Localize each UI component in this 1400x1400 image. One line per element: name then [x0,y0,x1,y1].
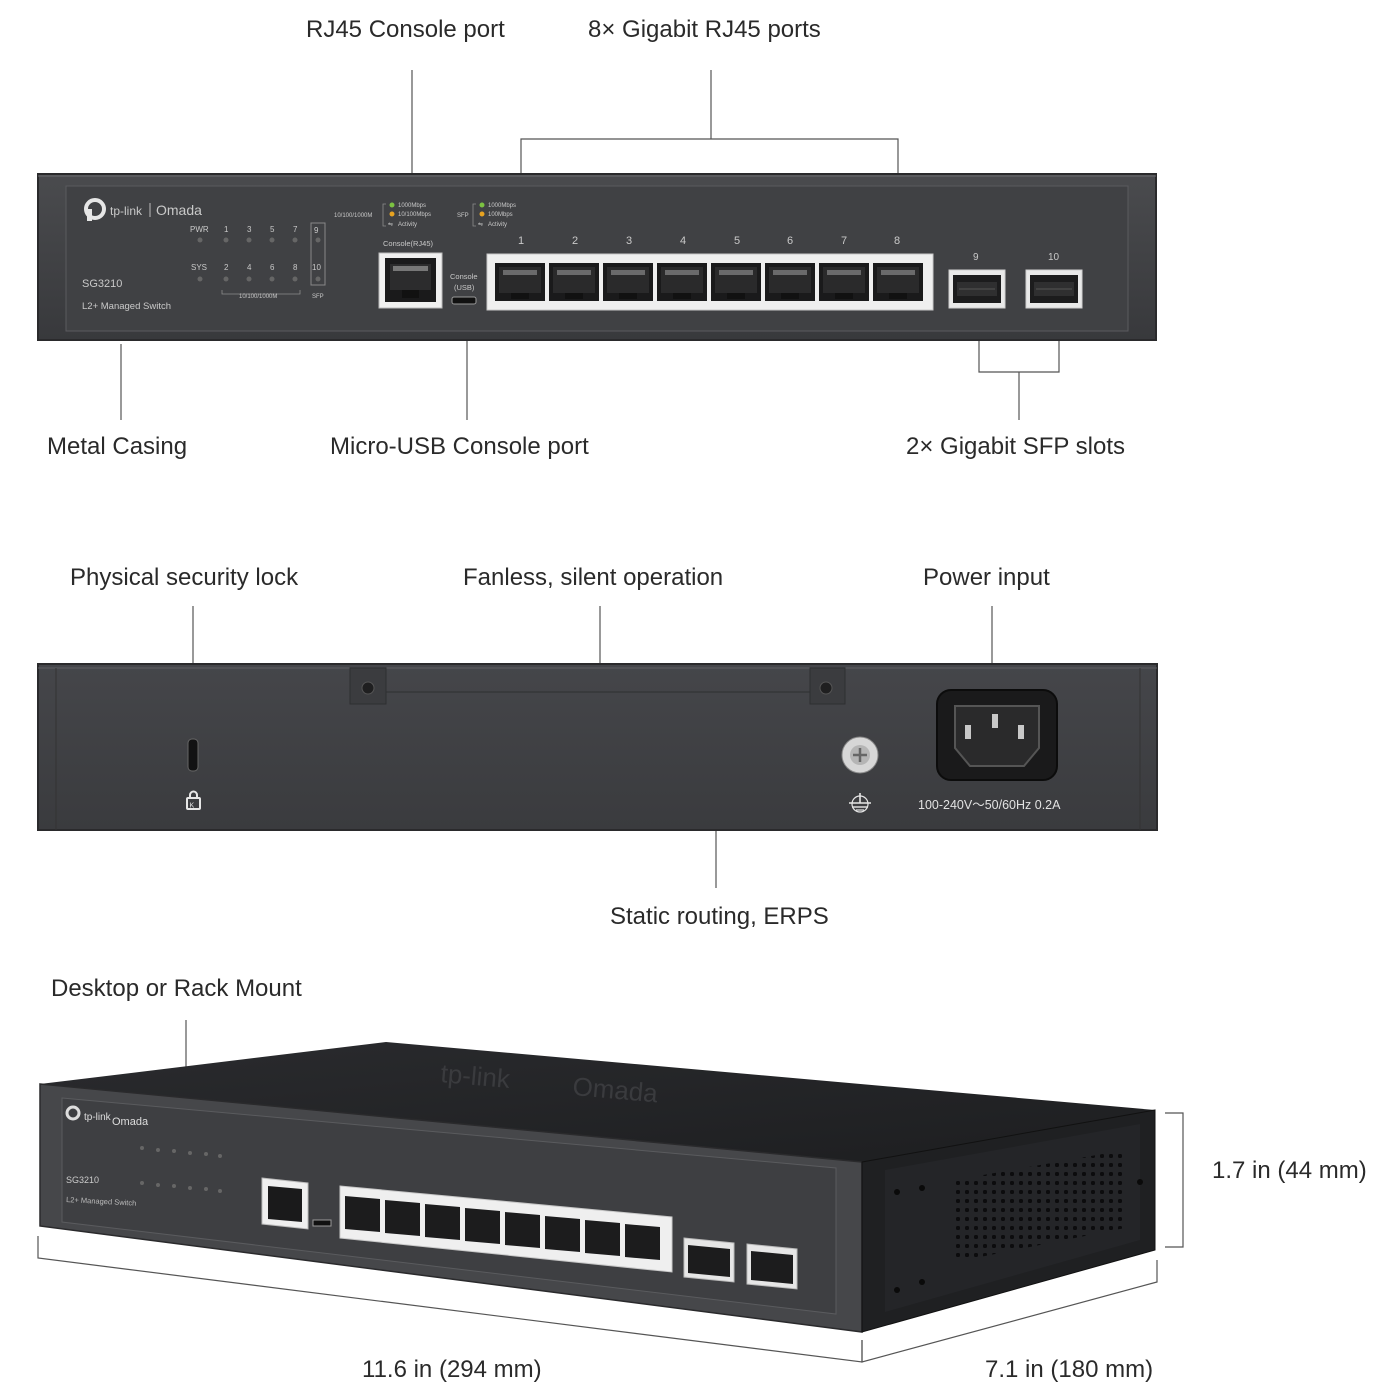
svg-text:⇋: ⇋ [478,221,483,228]
callout-sfp-slots: 2× Gigabit SFP slots [906,433,1125,460]
micro-usb-port [451,296,477,305]
front-rj45-ports [345,1196,660,1260]
switch-top [40,1042,1155,1162]
led-pwr [197,237,203,243]
ground-screw [841,736,879,774]
dimension-height: 1.7 in (44 mm) [1212,1157,1367,1184]
front-model-desc: L2+ Managed Switch [66,1195,137,1208]
port-number: 6 [787,235,793,247]
screw [361,681,375,695]
legend-sfp-100: 100Mbps [488,212,513,218]
led-number: 8 [293,263,298,272]
port-number: 7 [841,235,847,247]
led-number: 2 [224,263,229,272]
port-number: 4 [680,235,686,247]
port-number: 5 [734,235,740,247]
port-number: 3 [626,235,632,247]
led-sys-label: SYS [191,263,207,272]
led-number: 4 [247,263,252,272]
model-description: L2+ Managed Switch [82,301,171,312]
front-micro-usb [312,1219,332,1227]
ground-icon [849,793,871,813]
callout-metal-casing: Metal Casing [47,433,188,460]
legend-sfp-activity: Activity [488,222,507,228]
sub-brand-name: Omada [156,202,202,218]
legend-rj45-activity: Activity [398,222,417,228]
dimension-depth: 7.1 in (180 mm) [985,1356,1154,1383]
rj45-port-block [486,253,934,311]
port-number: 8 [894,235,900,247]
legend-speed-label: 10/100/1000M [334,213,372,219]
legend-rj45-100: 10/100Mbps [398,212,431,218]
rear-panel: K 100-240V～50/60Hz 0.2A [37,663,1158,831]
rj45-port [657,263,707,301]
led-sfp-10-label: 10 [312,263,321,272]
callout-static-routing: Static routing, ERPS [610,903,829,930]
front-brand: tp-link [84,1112,112,1123]
dimension-line-height [1165,1112,1184,1248]
callout-micro-usb: Micro-USB Console port [330,433,589,460]
console-usb-label-1: Console [450,272,478,281]
led-number: 7 [293,225,298,234]
front-leds [140,1146,222,1193]
sfp-slot-9 [948,269,1006,309]
led-group-label: 10/100/1000M [239,294,277,300]
lock-icon: K [186,790,201,810]
vent-grille [955,1150,1125,1262]
console-usb-label-2: (USB) [454,283,475,292]
led-sys [197,276,203,282]
legend-rj45-1000: 1000Mbps [398,203,426,209]
led-sfp-9-label: 9 [314,226,319,235]
front-sub-brand: Omada [112,1116,149,1128]
power-rating: 100-240V～50/60Hz 0.2A [918,798,1061,812]
port-numbers: 1 2 3 4 5 6 7 8 [518,235,900,247]
rj45-port [711,263,761,301]
top-logo: tp-link [439,1058,512,1094]
dimension-line-depth [861,1260,1158,1363]
sfp-number: 10 [1048,252,1060,263]
led-top-row: 1 3 5 7 [223,225,298,243]
sfp-group-label: SFP [312,294,324,300]
rj45-port [873,263,923,301]
callout-gigabit-ports: 8× Gigabit RJ45 ports [588,16,821,43]
console-rj45-label: Console(RJ45) [383,239,434,248]
led-pwr-label: PWR [190,225,209,234]
legend-sfp-label: SFP [457,213,469,219]
port-number: 1 [518,235,524,247]
security-lock-slot [187,738,199,772]
rj45-port [603,263,653,301]
front-model: SG3210 [66,1175,99,1185]
screw [819,681,833,695]
rj45-port [549,263,599,301]
console-rj45-port [378,252,443,309]
callout-rj45-console: RJ45 Console port [306,16,505,43]
brand-name: tp-link [110,204,143,218]
top-sub-logo: Omada [571,1071,659,1108]
rj45-port [495,263,545,301]
rj45-port [765,263,815,301]
led-number: 5 [270,225,275,234]
callout-mount: Desktop or Rack Mount [51,975,302,1002]
svg-text:K: K [190,803,195,810]
rj45-port [819,263,869,301]
led-bottom-row: 2 4 6 8 [223,263,298,282]
led-number: 6 [270,263,275,272]
dimension-width: 11.6 in (294 mm) [362,1356,542,1383]
model-name: SG3210 [82,278,122,290]
switch-3d-view: tp-link Omada tp-link Omada SG3210 L2+ M… [39,1042,1156,1333]
front-panel: tp-link Omada SG3210 L2+ Managed Switch … [37,173,1157,341]
legend-sfp-1000: 1000Mbps [488,203,516,209]
callout-power-input: Power input [923,564,1050,591]
sfp-number: 9 [973,252,979,263]
svg-text:⇋: ⇋ [388,221,393,228]
led-number: 1 [224,225,229,234]
callout-fanless: Fanless, silent operation [463,564,724,591]
port-number: 2 [572,235,578,247]
led-number: 3 [247,225,252,234]
callout-security-lock: Physical security lock [70,564,299,591]
tp-link-logo [84,198,106,221]
power-inlet [936,689,1058,781]
sfp-slot-10 [1025,269,1083,309]
